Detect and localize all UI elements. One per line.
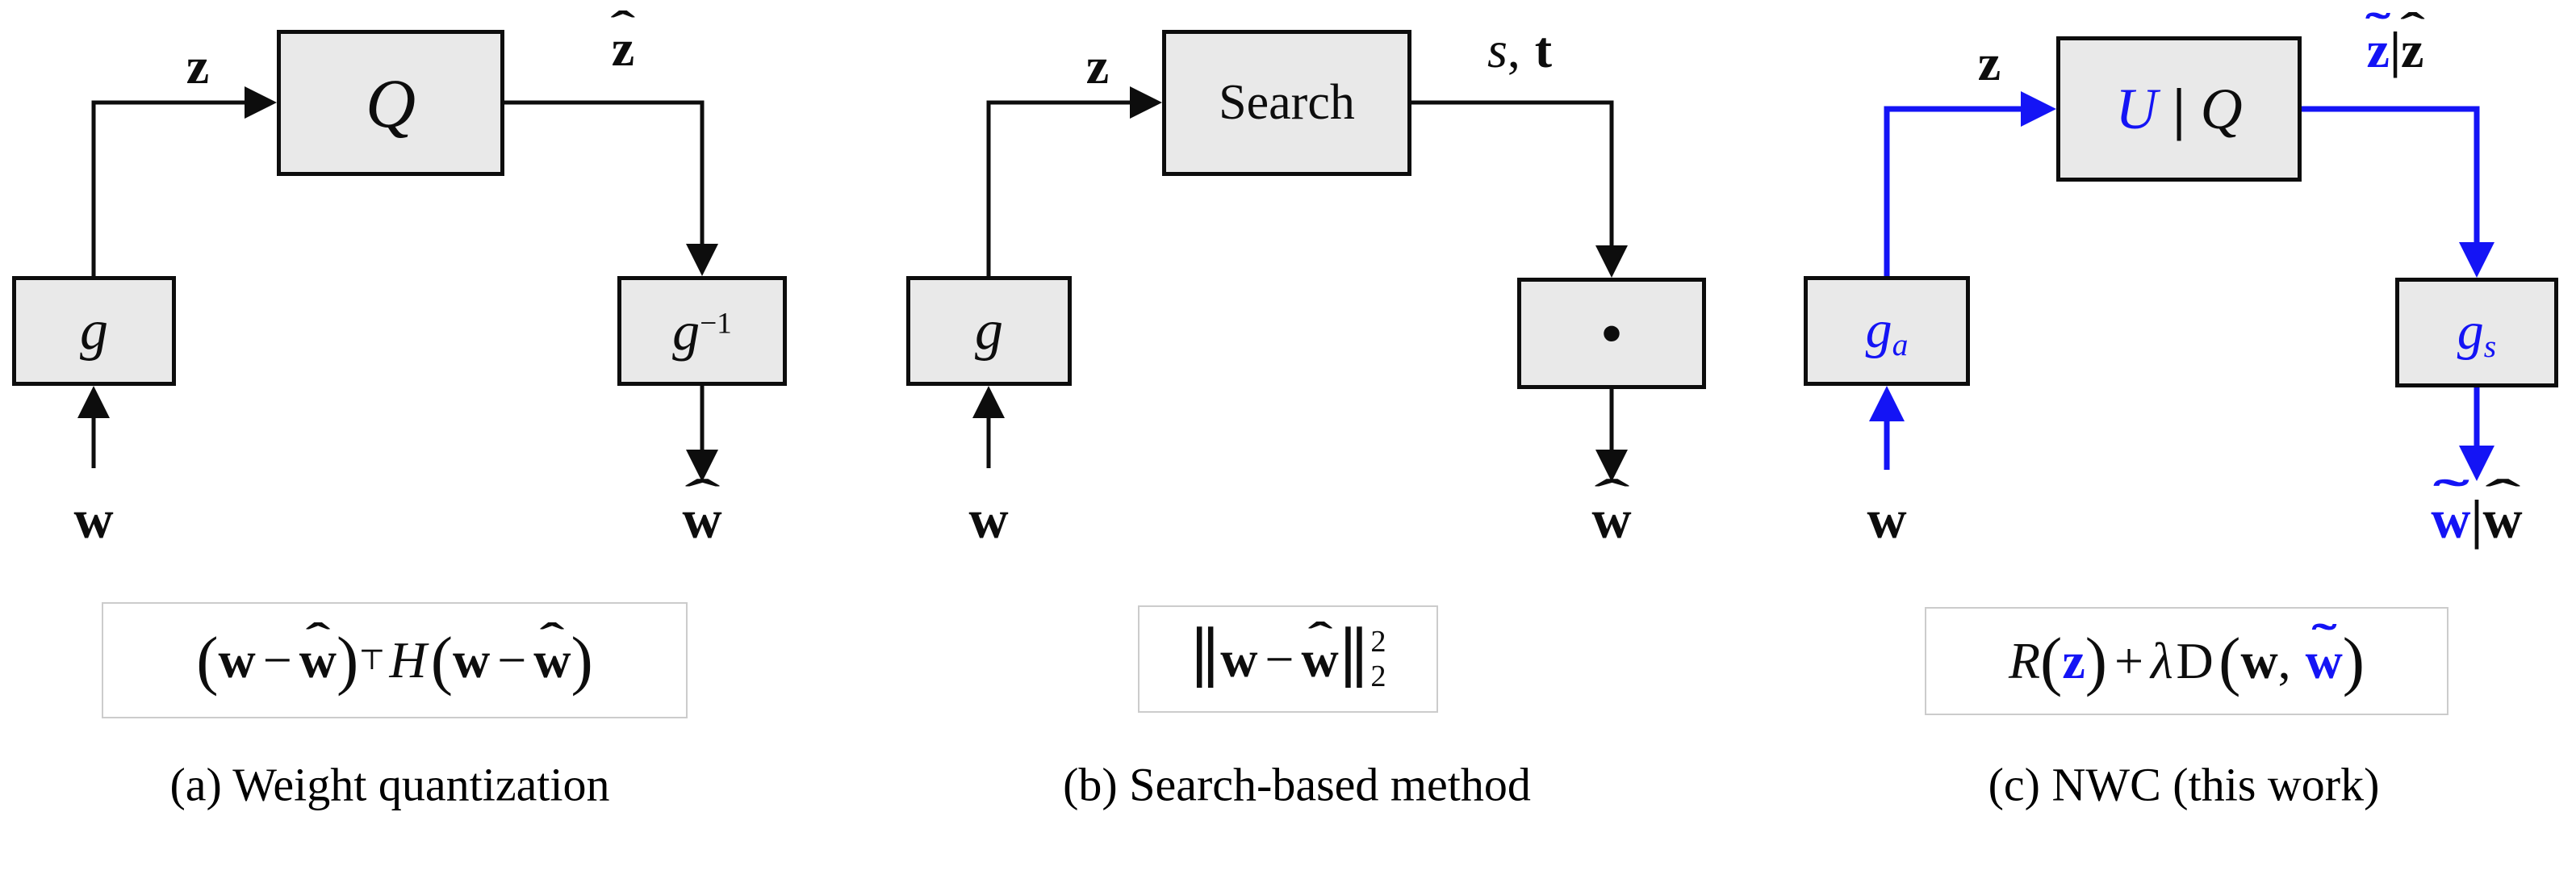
update-quantize-uq-label: U|Q	[2115, 76, 2243, 141]
arrowhead-a-into-ginv	[686, 244, 718, 276]
latent-z-label-b: z	[1085, 37, 1110, 94]
arrowhead-b-to-what	[1595, 450, 1628, 482]
arrowhead-a-to-what	[686, 450, 718, 482]
search-box-label: Search	[1219, 75, 1355, 130]
latent-z-label: z	[186, 37, 210, 94]
params-st-label: s,t	[1487, 21, 1553, 78]
analysis-ga-label: ga	[1865, 299, 1909, 362]
input-w-label: w	[73, 488, 114, 550]
synthesis-gs-label: gs	[2457, 301, 2497, 364]
arrowhead-c-into-ga	[1869, 386, 1905, 421]
encoder-g-box: g	[12, 276, 176, 386]
encoder-g-label-b: g	[975, 299, 1003, 362]
arrowhead-c-into-gs	[2459, 242, 2494, 278]
decoder-ginv-box: g−1	[617, 276, 787, 386]
analysis-ga-box: ga	[1804, 276, 1970, 386]
input-w-label-c: w	[1867, 488, 1907, 550]
quantizer-q-box: Q	[277, 30, 504, 176]
input-w-label-b: w	[968, 488, 1009, 550]
arrowhead-c-into-uq	[2021, 91, 2056, 127]
encoder-g-box-b: g	[906, 276, 1072, 386]
arrowhead-b-into-dot	[1595, 245, 1628, 278]
update-quantize-uq-box: U|Q	[2056, 36, 2302, 182]
arrowhead-a-into-g	[77, 386, 110, 418]
wire-b-g-to-search	[986, 100, 1130, 276]
search-box: Search	[1162, 30, 1411, 176]
wire-b-search-to-dot	[1411, 100, 1614, 245]
scale-dot-label: ·	[1595, 279, 1629, 387]
quantizer-q-label: Q	[365, 64, 416, 142]
wire-a-g-to-q	[91, 100, 245, 276]
caption-c: (c) NWC (this work)	[1988, 758, 2380, 811]
wire-a-q-to-ginv	[504, 100, 705, 244]
latent-z-label-c: z	[1977, 34, 2001, 91]
wire-c-uq-to-gs	[2302, 106, 2480, 242]
arrowhead-a-into-q	[245, 86, 277, 119]
synthesis-gs-box: gs	[2395, 278, 2558, 387]
decoder-ginv-label: g−1	[672, 299, 732, 362]
arrowhead-c-to-wtilde	[2459, 446, 2494, 481]
arrowhead-b-into-search	[1130, 86, 1162, 119]
encoder-g-label: g	[80, 299, 108, 362]
scale-dot-box: ·	[1517, 278, 1706, 389]
arrowhead-b-into-g	[972, 386, 1005, 418]
caption-a: (a) Weight quantization	[169, 758, 610, 811]
wire-c-ga-to-uq	[1884, 106, 2021, 276]
caption-b: (b) Search-based method	[1063, 758, 1531, 811]
